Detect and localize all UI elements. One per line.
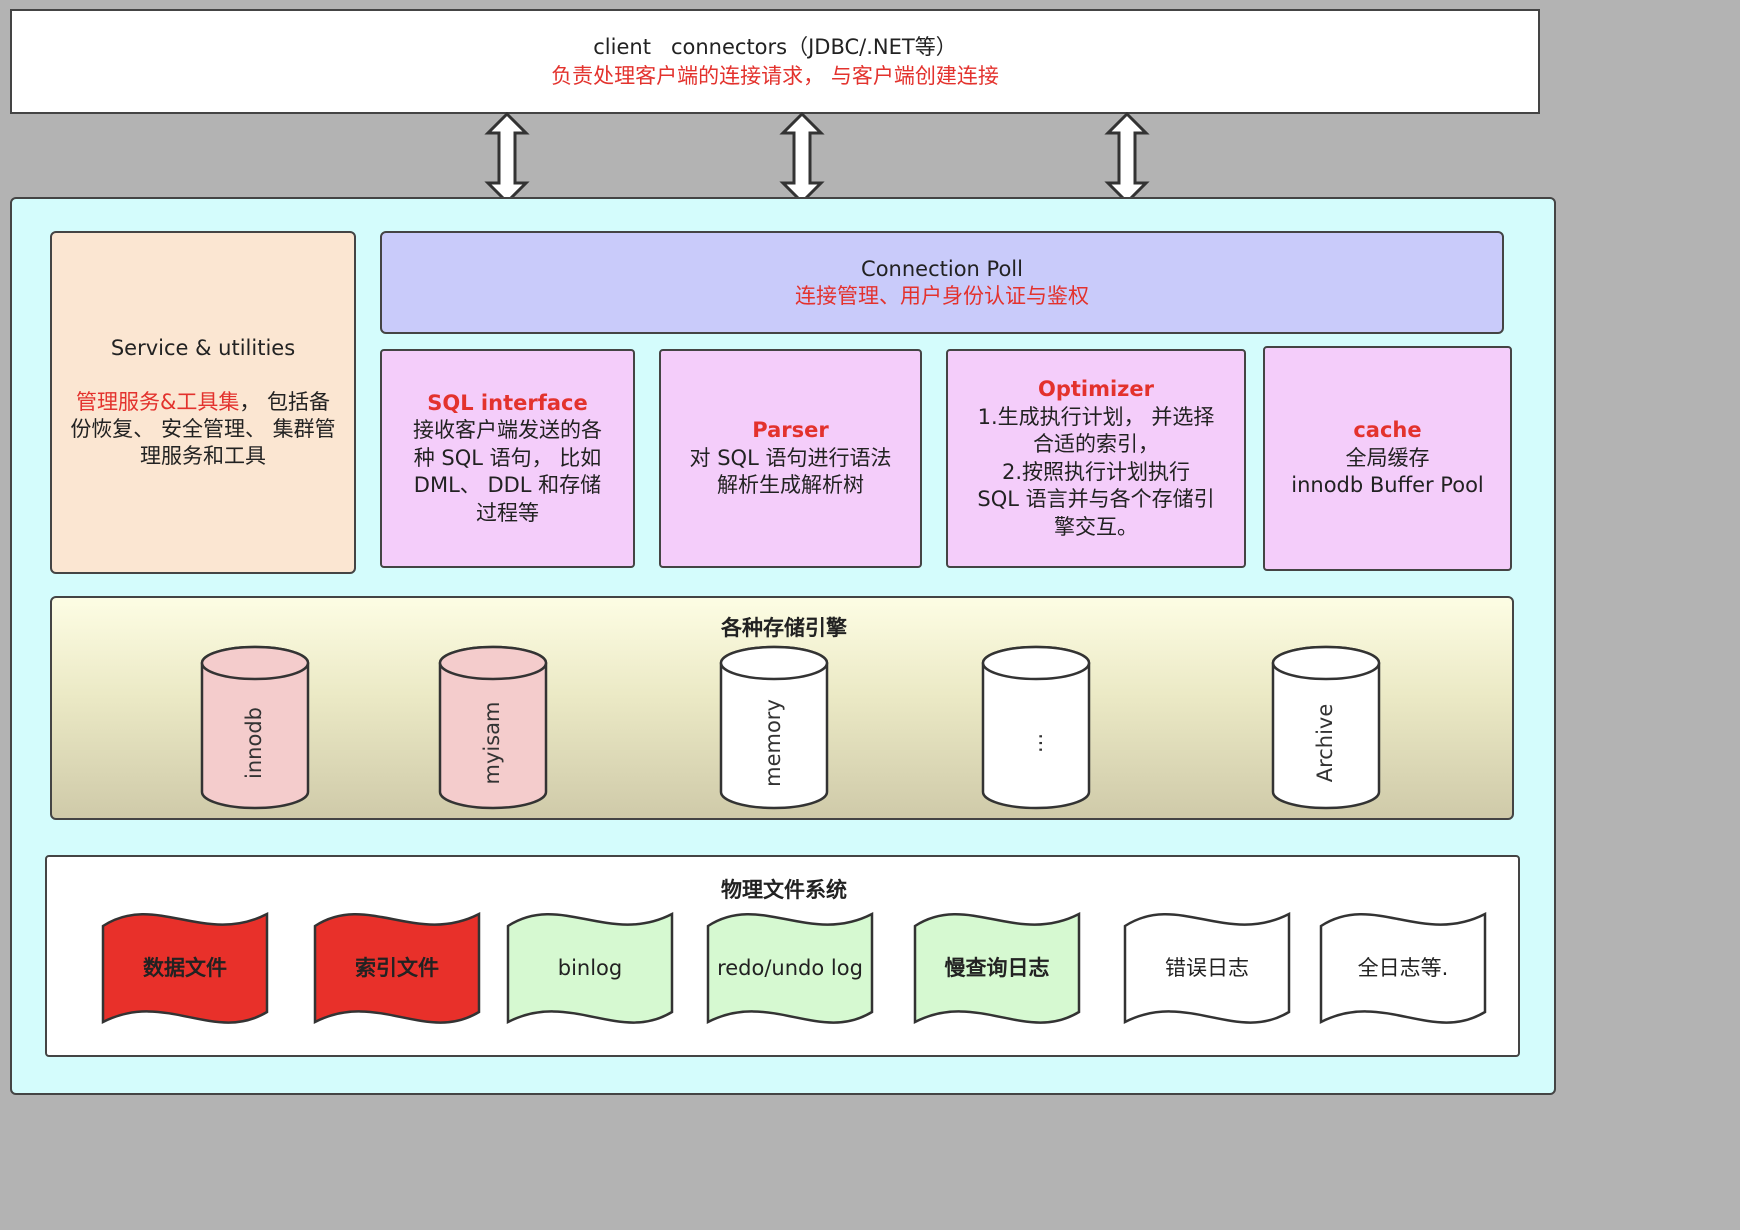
file-label: binlog	[558, 956, 623, 980]
module-line: 对 SQL 语句进行语法	[689, 445, 892, 470]
engine-label: ...	[1023, 733, 1047, 753]
engine-label: Archive	[1313, 704, 1337, 783]
file-document: 错误日志	[1123, 911, 1291, 1025]
engine-cylinder: myisam	[438, 645, 548, 810]
file-document: 全日志等.	[1319, 911, 1487, 1025]
module-line: 合适的索引，	[1033, 432, 1159, 456]
file-label: redo/undo log	[717, 956, 863, 980]
module-title: Parser	[752, 418, 829, 443]
client-connectors-desc: 负责处理客户端的连接请求， 与客户端创建连接	[551, 63, 999, 88]
file-document: binlog	[506, 911, 674, 1025]
file-document: 数据文件	[101, 911, 269, 1025]
module-line: innodb Buffer Pool	[1291, 473, 1484, 498]
service-utilities-box: Service & utilities 管理服务&工具集， 包括备份恢复、 安全…	[50, 231, 356, 574]
pool-title: Connection Poll	[861, 256, 1023, 281]
module-cache: cache 全局缓存 innodb Buffer Pool	[1263, 346, 1512, 571]
file-label: 慢查询日志	[945, 956, 1050, 980]
storage-engine-title: 各种存储引擎	[721, 616, 847, 640]
module-line: 解析生成解析树	[717, 473, 864, 498]
pool-desc: 连接管理、用户身份认证与鉴权	[795, 283, 1089, 308]
module-title: SQL interface	[427, 390, 588, 415]
file-document: 索引文件	[313, 911, 481, 1025]
file-documents: 数据文件 索引文件 binlog redo/undo log 慢查询日志 错误日志 全日志等…	[101, 911, 1487, 1025]
service-desc: 管理服务&工具集， 包括备份恢复、 安全管理、 集群管理服务和工具	[66, 389, 340, 470]
connection-pool-box: Connection Poll 连接管理、用户身份认证与鉴权	[380, 231, 1504, 334]
service-desc-rest: ， 包括备份恢复、 安全管理、 集群管理服务和工具	[70, 390, 336, 468]
service-title: Service & utilities	[110, 336, 296, 360]
module-line: 擎交互。	[1054, 514, 1138, 539]
storage-engine-cylinders: innodb myisam memory... Archive	[200, 645, 1381, 810]
module-line: 过程等	[476, 500, 539, 525]
client-connectors-title: client connectors（JDBC/.NET等）	[593, 34, 957, 59]
module-line: 全局缓存	[1345, 445, 1430, 470]
module-line: 种 SQL 语句， 比如	[413, 445, 602, 470]
file-label: 全日志等.	[1358, 956, 1449, 980]
client-connectors-box: client connectors（JDBC/.NET等） 负责处理客户端的连接…	[10, 9, 1540, 114]
file-system-title: 物理文件系统	[721, 878, 847, 902]
module-optimizer: Optimizer 1.生成执行计划， 并选择 合适的索引， 2.按照执行计划执…	[946, 349, 1246, 568]
module-title: cache	[1353, 418, 1422, 443]
engine-cylinder: innodb	[200, 645, 310, 810]
file-label: 索引文件	[355, 956, 439, 980]
module-line: 2.按照执行计划执行	[1001, 459, 1191, 484]
engine-label: innodb	[242, 707, 266, 779]
engine-cylinder: ...	[981, 645, 1091, 810]
module-line: 1.生成执行计划， 并选择	[977, 404, 1215, 429]
file-label: 数据文件	[143, 956, 227, 980]
file-label: 错误日志	[1165, 956, 1249, 980]
module-sql-interface: SQL interface 接收客户端发送的各 种 SQL 语句， 比如 DML…	[380, 349, 635, 568]
engine-label: myisam	[480, 702, 504, 785]
module-title: Optimizer	[1037, 377, 1155, 401]
service-desc-highlight: 管理服务&工具集	[75, 390, 240, 414]
engine-cylinder: memory	[719, 645, 829, 810]
engine-cylinder: Archive	[1271, 645, 1381, 810]
engine-label: memory	[761, 699, 785, 787]
module-line: SQL 语言并与各个存储引	[977, 487, 1215, 511]
file-document: redo/undo log	[706, 911, 874, 1025]
module-line: DML、 DDL 和存储	[413, 473, 602, 498]
file-document: 慢查询日志	[913, 911, 1081, 1025]
module-line: 接收客户端发送的各	[413, 418, 602, 443]
module-parser: Parser 对 SQL 语句进行语法 解析生成解析树	[659, 349, 922, 568]
